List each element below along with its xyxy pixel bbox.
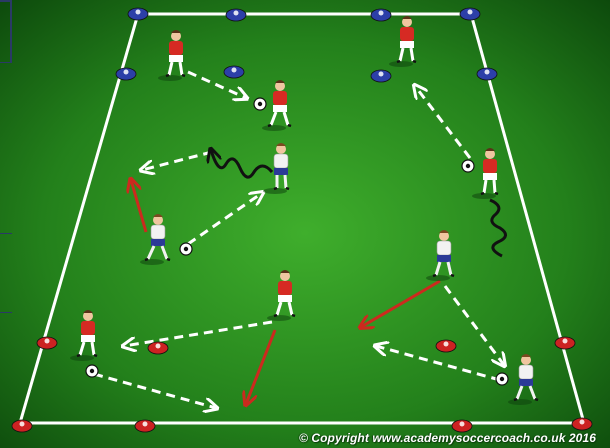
ball-icon [180,243,192,255]
frame-line [10,0,12,62]
ball-icon [496,373,508,385]
frame-line [0,62,12,63]
frame-line [0,233,12,234]
ball-icon [254,98,266,110]
frame-line [0,312,12,313]
ball-icon [86,365,98,377]
ball-icon [462,160,474,172]
copyright-text: © Copyright www.academysoccercoach.co.uk… [299,431,596,445]
